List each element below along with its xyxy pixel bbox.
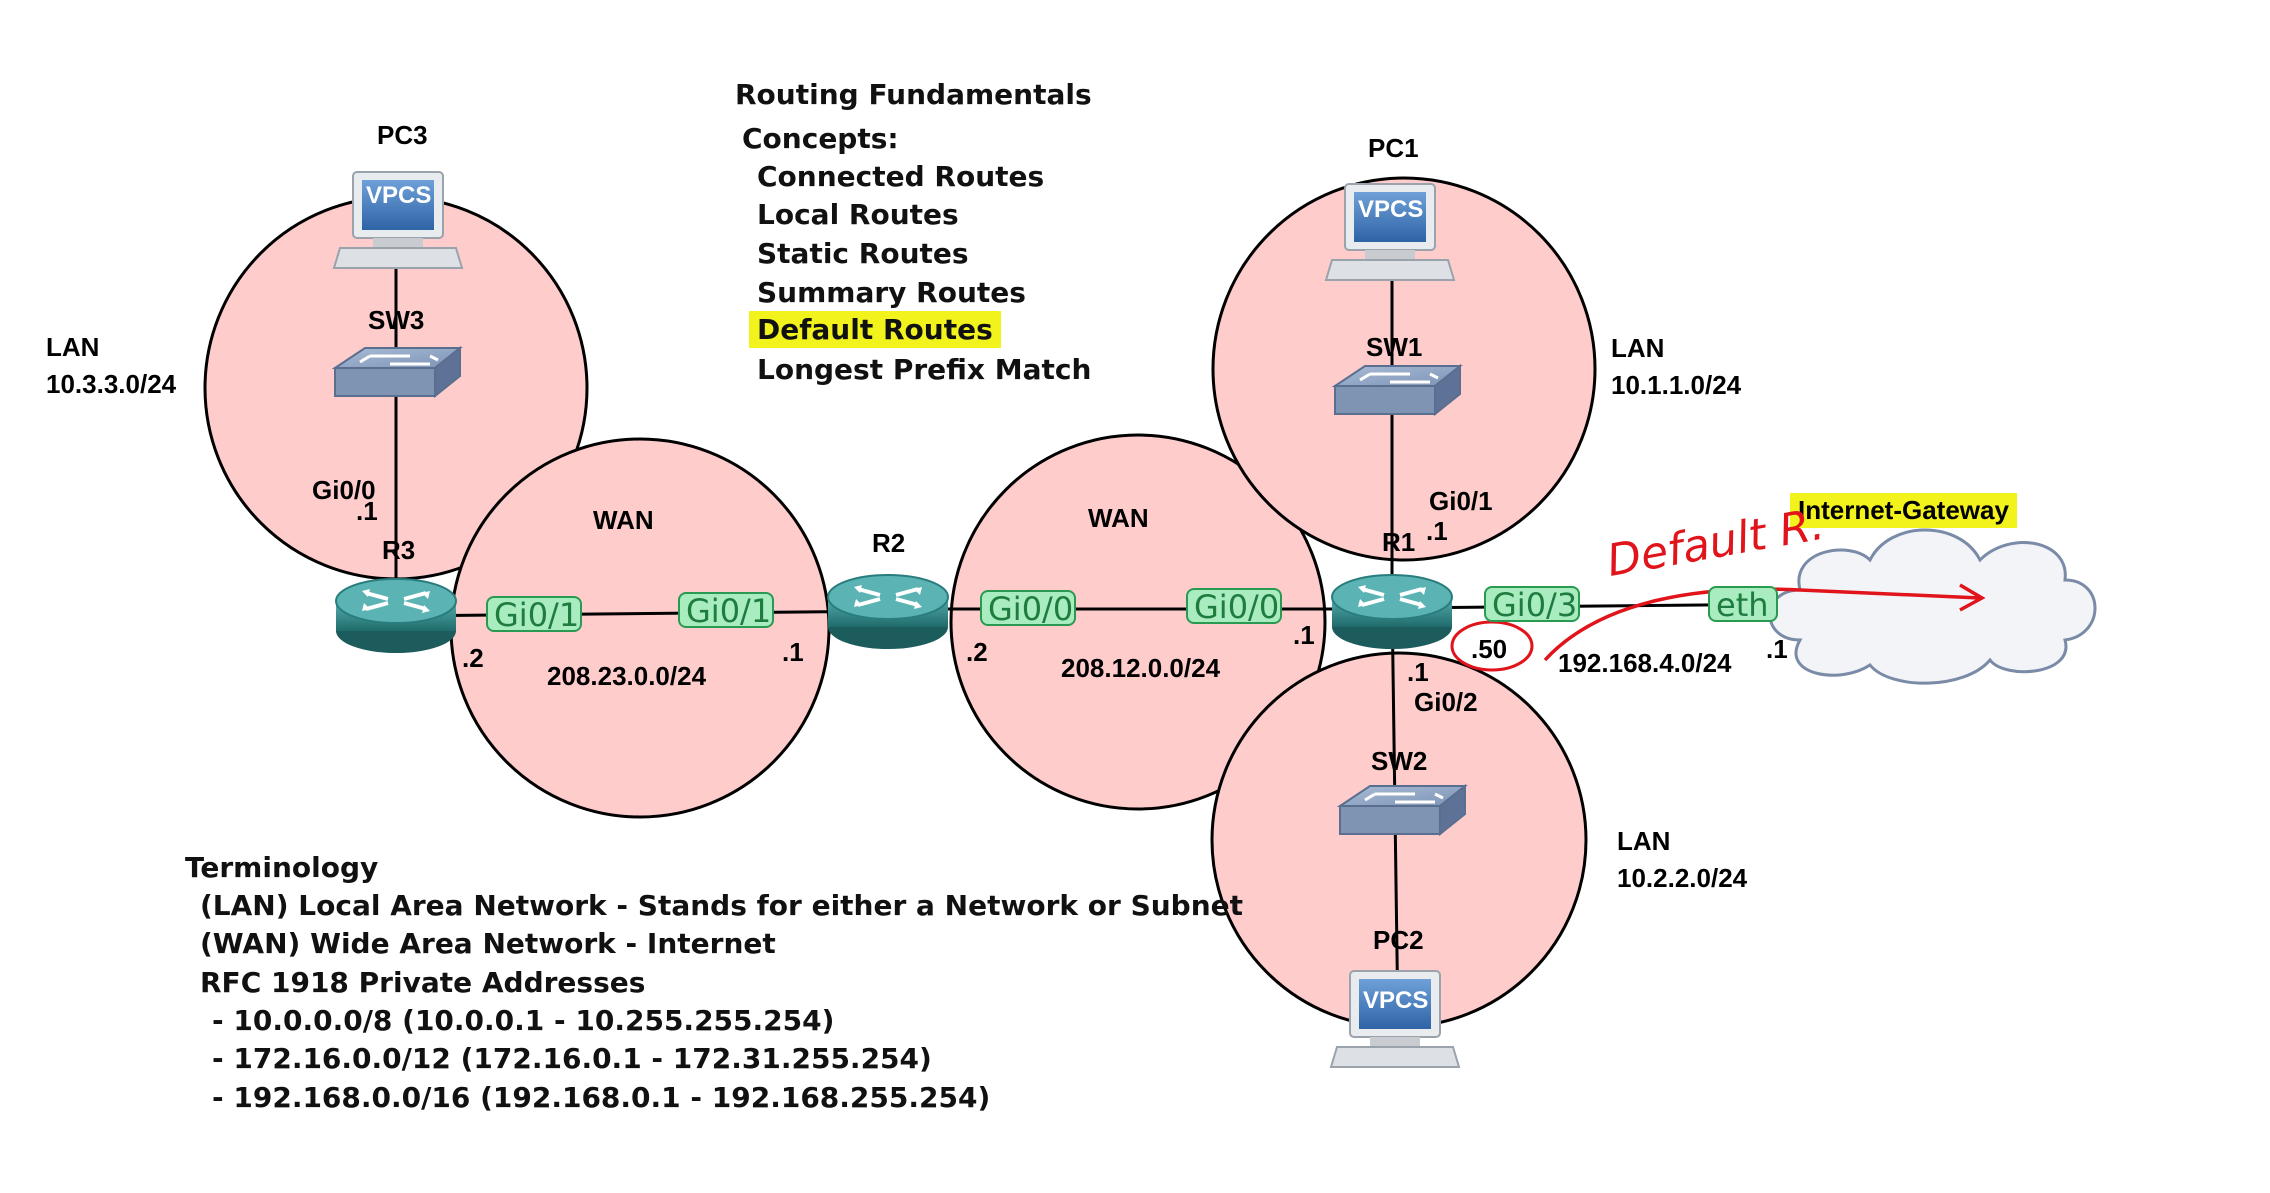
lan3-subnet: 10.3.3.0/24 xyxy=(46,369,177,399)
r1-wan12-addr: .1 xyxy=(1293,620,1315,650)
r1-lan1-addr: .1 xyxy=(1426,516,1448,546)
gw-inet-addr: .1 xyxy=(1766,634,1788,664)
sw3-label: SW3 xyxy=(368,305,425,335)
lan2-subnet: 10.2.2.0/24 xyxy=(1617,863,1748,893)
r3-wan-addr: .2 xyxy=(462,643,484,673)
sw1-label: SW1 xyxy=(1366,332,1423,362)
concept-item-highlighted: Default Routes xyxy=(749,311,1001,348)
terminology-line: - 10.0.0.0/8 (10.0.0.1 - 10.255.255.254) xyxy=(212,1004,835,1037)
r2-gi01-port: Gi0/1 xyxy=(678,592,774,628)
r3-label: R3 xyxy=(382,535,416,565)
inet-subnet: 192.168.4.0/24 xyxy=(1558,648,1732,678)
r1-label: R1 xyxy=(1382,527,1416,557)
pc2-vpcs-icon xyxy=(1330,970,1460,1068)
highlight-circle xyxy=(1450,620,1534,672)
concepts-title: Routing Fundamentals xyxy=(735,78,1092,111)
terminology-line: (LAN) Local Area Network - Stands for ei… xyxy=(200,889,1244,922)
r2-gi00-port: Gi0/0 xyxy=(980,590,1076,626)
internet-gateway-label: Internet-Gateway xyxy=(1790,493,2017,528)
r2-wan12-addr: .2 xyxy=(966,637,988,667)
gw-eth-port: eth xyxy=(1708,586,1778,622)
pc1-badge: VPCS xyxy=(1358,196,1424,223)
cloud-icon xyxy=(1768,528,2097,685)
pc3-badge: VPCS xyxy=(366,182,432,209)
lan1-type: LAN xyxy=(1611,333,1665,363)
terminology-line: - 172.16.0.0/12 (172.16.0.1 - 172.31.255… xyxy=(212,1042,932,1075)
concepts-heading: Concepts: xyxy=(742,122,899,155)
r3-gi00-label: Gi0/0 xyxy=(312,475,376,505)
terminology-line: - 192.168.0.0/16 (192.168.0.1 - 192.168.… xyxy=(212,1081,991,1114)
pc1-label: PC1 xyxy=(1368,133,1419,163)
lan3-type: LAN xyxy=(46,332,100,362)
r1-gi02-label: Gi0/2 xyxy=(1414,687,1478,717)
sw2-switch-icon xyxy=(1338,784,1467,836)
wan12-network xyxy=(949,433,1327,811)
sw2-label: SW2 xyxy=(1371,746,1428,776)
r2-router-icon xyxy=(826,573,950,651)
wan23-subnet: 208.23.0.0/24 xyxy=(547,661,707,691)
lan2-type: LAN xyxy=(1617,826,1671,856)
wan12-type: WAN xyxy=(1088,503,1149,533)
pc2-label: PC2 xyxy=(1373,925,1424,955)
concept-item: Static Routes xyxy=(757,237,969,270)
r1-gi00-port: Gi0/0 xyxy=(1186,588,1282,624)
concept-item: Connected Routes xyxy=(757,160,1045,193)
default-route-arrow xyxy=(1543,587,1981,662)
r2-wan23-addr: .1 xyxy=(782,637,804,667)
r1-gi01-label: Gi0/1 xyxy=(1429,486,1493,516)
r2-label: R2 xyxy=(872,528,906,558)
concept-item: Longest Prefix Match xyxy=(757,353,1092,386)
r3-router-icon xyxy=(334,577,458,655)
r1-lan2-addr: .1 xyxy=(1407,657,1429,687)
r1-gi03-port: Gi0/3 xyxy=(1484,586,1580,622)
sw3-switch-icon xyxy=(333,346,462,398)
r1-router-icon xyxy=(1330,573,1454,651)
concept-item: Summary Routes xyxy=(757,276,1026,309)
terminology-line: RFC 1918 Private Addresses xyxy=(200,966,646,999)
r1-inet-addr: .50 xyxy=(1471,634,1508,664)
arrow-head xyxy=(1959,583,1986,612)
pc2-badge: VPCS xyxy=(1363,987,1429,1014)
pc3-label: PC3 xyxy=(377,120,428,150)
wan23-type: WAN xyxy=(593,505,654,535)
r3-gi01-port: Gi0/1 xyxy=(486,596,582,632)
wan12-subnet: 208.12.0.0/24 xyxy=(1061,653,1221,683)
terminology-line: (WAN) Wide Area Network - Internet xyxy=(200,927,776,960)
lan1-subnet: 10.1.1.0/24 xyxy=(1611,370,1742,400)
concept-item: Local Routes xyxy=(757,198,959,231)
r3-lan-addr: .1 xyxy=(356,496,378,526)
sw1-switch-icon xyxy=(1333,364,1462,416)
terminology-heading: Terminology xyxy=(185,851,379,884)
